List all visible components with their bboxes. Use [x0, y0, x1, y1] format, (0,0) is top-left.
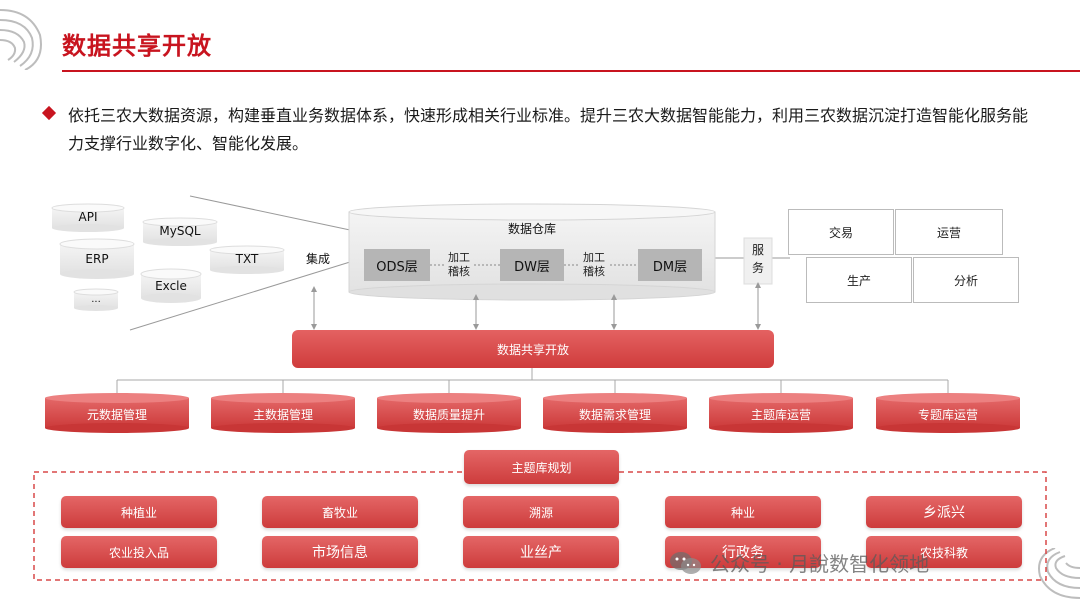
management-label: 元数据管理	[86, 408, 147, 422]
source-label-txt: TXT	[235, 252, 259, 266]
dw-layer-box: DW层	[500, 249, 564, 281]
output-box-analysis: 分析	[913, 257, 1019, 303]
management-label: 主数据管理	[252, 408, 313, 422]
service-label: 服 务	[751, 243, 764, 275]
output-box-production: 生产	[806, 257, 912, 303]
topic-planning-box: 主题库规划	[464, 450, 619, 484]
corner-swirl-decoration	[0, 9, 42, 70]
source-label-mysql: MySQL	[159, 224, 201, 238]
dm-layer-box: DM层	[638, 249, 702, 281]
topic-box: 乡派兴	[866, 496, 1022, 528]
topic-box: 市场信息	[262, 536, 418, 568]
management-cylinders	[45, 393, 1020, 433]
source-label-more: ...	[91, 294, 101, 305]
source-cylinder-txt	[209, 245, 285, 274]
output-box-trade: 交易	[788, 209, 894, 255]
source-label-excle: Excle	[155, 279, 187, 293]
topic-box: 农技科教	[866, 536, 1022, 568]
source-cylinder-excle	[140, 268, 202, 303]
funnel-line	[129, 261, 351, 331]
process-label: 加工 稽核	[583, 251, 605, 278]
process-label: 加工 稽核	[448, 251, 470, 278]
topic-box: 种植业	[61, 496, 217, 528]
intro-text: 依托三农大数据资源，构建垂直业务数据体系，快速形成相关行业标准。提升三农大数据智…	[68, 106, 1029, 153]
management-label: 数据需求管理	[578, 408, 651, 422]
topic-box: 畜牧业	[262, 496, 418, 528]
topic-box: 业丝产	[463, 536, 619, 568]
watermark-text: 公众号 · 月說数智化领地	[710, 552, 930, 576]
source-cylinder-api	[51, 203, 125, 232]
management-label: 数据质量提升	[412, 408, 485, 422]
watermark: 公众号 · 月說数智化领地	[668, 548, 929, 577]
topic-box: 溯源	[463, 496, 619, 528]
service-box-bg	[743, 237, 773, 285]
warehouse-title: 数据仓库	[507, 222, 556, 236]
wechat-icon	[670, 551, 701, 574]
topic-box: 农业投入品	[61, 536, 217, 568]
page-title: 数据共享开放	[62, 32, 212, 60]
title-divider	[62, 70, 1080, 72]
funnel-line	[189, 195, 351, 231]
source-cylinder-mysql	[142, 217, 218, 246]
source-label-erp: ERP	[85, 252, 109, 266]
topic-box: 种业	[665, 496, 821, 528]
source-cylinder-erp	[59, 238, 135, 279]
output-box-operation: 运营	[895, 209, 1003, 255]
data-share-bar: 数据共享开放	[292, 330, 774, 368]
management-label: 主题库运营	[750, 408, 811, 422]
ods-layer-box: ODS层	[364, 249, 430, 281]
management-label: 专题库运营	[917, 408, 978, 422]
source-cylinder-more	[73, 288, 119, 311]
integrate-label: 集成	[305, 252, 330, 266]
source-label-api: API	[78, 210, 98, 224]
